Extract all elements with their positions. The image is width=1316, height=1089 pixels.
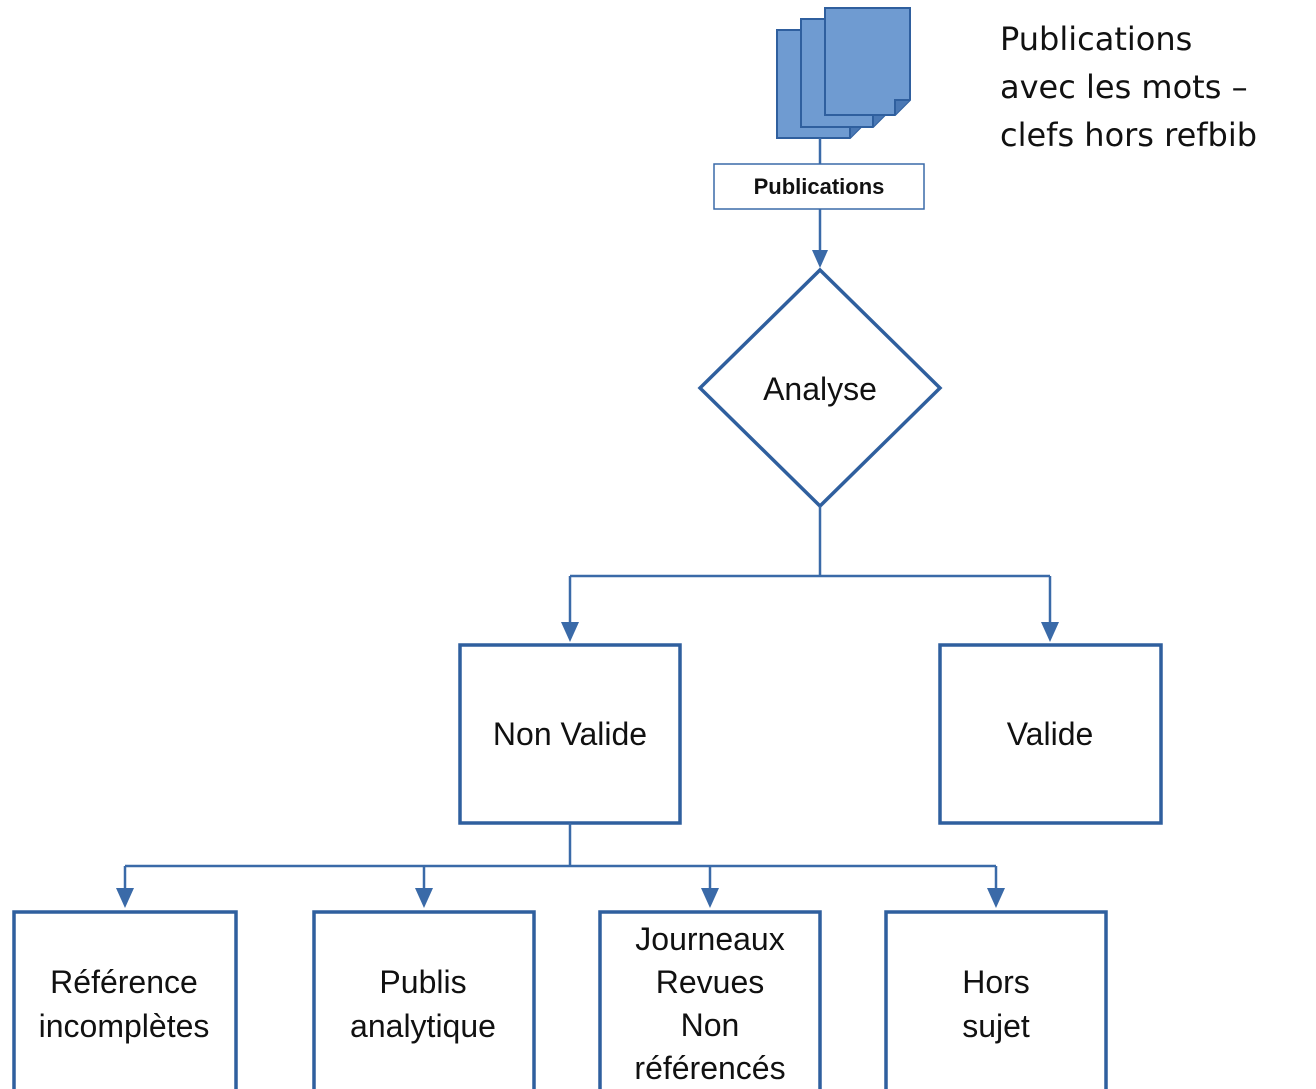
valide-box: Valide <box>938 643 1163 825</box>
non-valide-box: Non Valide <box>458 643 682 825</box>
category-label-line: analytique <box>350 1008 496 1044</box>
side-note-line-2: avec les mots – <box>1000 68 1248 106</box>
category-label-line: Référence <box>50 964 198 1000</box>
valide-label: Valide <box>1007 716 1094 752</box>
category-label-line: Revues <box>656 964 765 1000</box>
non-valide-label: Non Valide <box>493 716 647 752</box>
category-label-line: Hors <box>962 964 1030 1000</box>
publications-label: Publications <box>754 174 885 199</box>
publications-label-box: Publications <box>713 163 925 210</box>
category-reference-incompletes: Référence incomplètes <box>12 910 238 1089</box>
category-label-line: sujet <box>962 1008 1030 1044</box>
arrow-to-analyse <box>812 209 828 268</box>
category-journeaux-revues: Journeaux Revues Non référencés <box>598 910 822 1089</box>
category-label-line: Publis <box>379 964 466 1000</box>
side-note: Publications avec les mots – clefs hors … <box>1000 20 1257 154</box>
analyse-label: Analyse <box>763 371 877 407</box>
category-label-line: Non <box>681 1007 740 1043</box>
side-note-line-3: clefs hors refbib <box>1000 116 1257 154</box>
category-label-line: incomplètes <box>39 1008 210 1044</box>
category-label-line: Journeaux <box>635 921 784 957</box>
branch-analyse-outcomes <box>561 506 1059 642</box>
side-note-line-1: Publications <box>1000 20 1192 58</box>
analyse-decision: Analyse <box>697 267 943 509</box>
branch-non-valide-categories <box>116 823 1005 908</box>
document-stack-icon <box>776 7 911 139</box>
category-publis-analytique: Publis analytique <box>312 910 536 1089</box>
category-label-line: référencés <box>634 1050 785 1086</box>
category-hors-sujet: Hors sujet <box>884 910 1108 1089</box>
